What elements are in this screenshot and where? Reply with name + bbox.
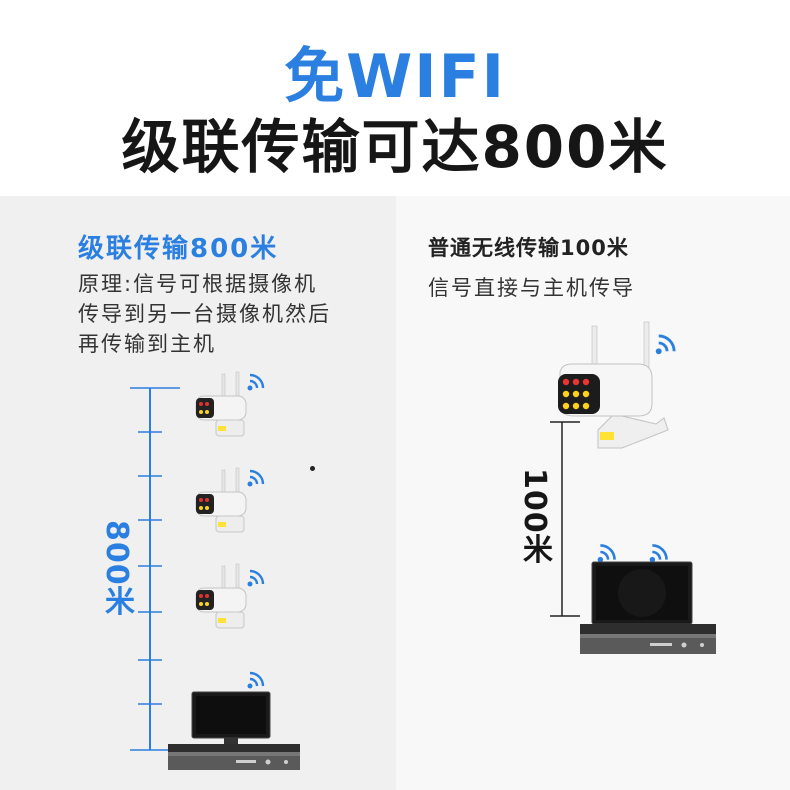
page-title-line1: 免WIFI (284, 42, 506, 112)
right-description: 信号直接与主机传导 (428, 276, 635, 300)
nvr-recorder-icon (580, 624, 716, 654)
nvr-recorder-icon (168, 744, 300, 770)
monitor-icon (191, 691, 271, 744)
right-heading: 普通无线传输100米 (428, 236, 629, 260)
wifi-icon (247, 469, 265, 487)
camera-icon (195, 371, 247, 437)
left-distance-ruler (130, 387, 180, 751)
camera-icon (195, 467, 247, 533)
right-panel (396, 196, 790, 790)
page-title-line2: 级联传输可达800米 (121, 113, 669, 181)
camera-icon (195, 563, 247, 629)
header: 免WIFI 级联传输可达800米 (0, 0, 790, 196)
right-distance-ruler (550, 421, 580, 617)
wifi-icon (655, 334, 676, 355)
left-description-line1: 原理:信号可根据摄像机 (78, 272, 318, 296)
wifi-icon (247, 671, 265, 689)
left-panel (0, 196, 396, 790)
left-distance-label: 800米 (99, 520, 134, 617)
wifi-icon (247, 569, 265, 587)
stray-dot (310, 466, 315, 471)
left-description-line2: 传导到另一台摄像机然后 (78, 302, 331, 326)
wifi-icon (597, 544, 616, 563)
left-description-line3: 再传输到主机 (78, 332, 216, 356)
left-heading: 级联传输800米 (78, 234, 279, 264)
wifi-icon (247, 373, 265, 391)
right-distance-label: 100米 (517, 468, 552, 565)
wifi-icon (649, 544, 668, 563)
monitor-icon (591, 561, 693, 630)
camera-icon (558, 321, 669, 449)
